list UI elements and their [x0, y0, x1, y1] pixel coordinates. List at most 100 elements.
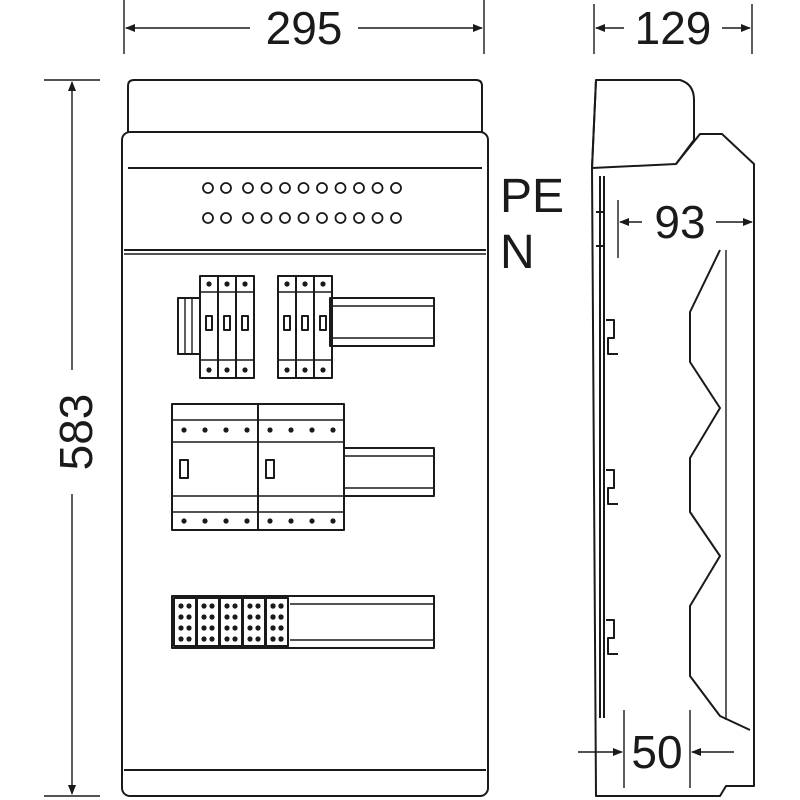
breaker-screw	[284, 367, 290, 373]
rcd-screw	[309, 518, 315, 524]
terminal-hole	[371, 212, 384, 224]
terminal-hole	[390, 182, 402, 194]
terminal-hole	[316, 212, 328, 224]
terminal-block-screw	[186, 625, 192, 631]
terminal-block-screw	[278, 614, 284, 620]
rcd-unit-left	[171, 403, 259, 531]
dimension-height: 583	[44, 79, 102, 797]
terminal-block-screw	[186, 636, 192, 642]
rcd-screw	[223, 427, 229, 433]
terminal-block-screw	[278, 625, 284, 631]
dimension-width: 295	[123, 0, 485, 54]
rcd-screw	[244, 518, 250, 524]
terminal-block-screw	[178, 614, 184, 620]
rail-depth-dimension: 50	[631, 726, 682, 778]
terminal-block-screw	[255, 603, 261, 609]
terminal-block-screw	[224, 625, 230, 631]
rcd-screw	[309, 427, 315, 433]
rcd-screw	[181, 518, 187, 524]
breaker-toggle	[241, 315, 249, 331]
terminal-hole	[371, 182, 384, 194]
terminal-block-screw	[270, 603, 276, 609]
terminal-block-screw	[224, 614, 230, 620]
side-view	[591, 79, 755, 797]
terminal-block-screw	[209, 603, 215, 609]
breaker-screw	[206, 281, 212, 287]
breaker-toggle	[283, 315, 291, 331]
terminal-block-screw	[224, 603, 230, 609]
rcd-screw	[330, 518, 336, 524]
terminal-block-screw	[209, 614, 215, 620]
breaker-screw	[302, 281, 308, 287]
terminal-block	[265, 597, 289, 647]
front-view	[121, 79, 489, 797]
side-inner-wall	[599, 176, 605, 718]
din-rail-2	[343, 447, 435, 497]
height-dimension: 583	[50, 394, 102, 471]
n-label: N	[500, 226, 535, 279]
rcd-screw	[181, 427, 187, 433]
terminal-hole	[202, 212, 214, 224]
rcd-screw	[267, 427, 273, 433]
terminal-hole	[260, 182, 273, 194]
side-clip-2	[606, 469, 618, 505]
breaker-screw	[320, 367, 326, 373]
terminal-hole	[334, 212, 347, 224]
terminal-block-screw	[270, 636, 276, 642]
terminal-block	[196, 597, 220, 647]
side-lid-profile	[591, 79, 695, 169]
terminal-block-screw	[270, 625, 276, 631]
terminal-hole	[297, 212, 310, 224]
rcd-unit-right	[257, 403, 345, 531]
terminal-hole	[316, 182, 328, 194]
terminal-block	[173, 597, 197, 647]
terminal-hole	[202, 182, 214, 194]
terminal-block-screw	[178, 625, 184, 631]
rcd-screw	[267, 518, 273, 524]
terminal-block-screw	[247, 625, 253, 631]
rcd-screw	[202, 427, 208, 433]
enclosure-lid	[127, 79, 483, 132]
dimension-depth: 129	[593, 2, 753, 54]
rcd-screw	[202, 518, 208, 524]
enclosure-body	[121, 131, 489, 797]
terminal-block-screw	[255, 614, 261, 620]
terminal-block-screw	[186, 614, 192, 620]
terminal-hole	[242, 182, 254, 194]
inner-depth-dimension: 93	[654, 196, 705, 248]
breaker-screw	[242, 367, 248, 373]
breaker-screw	[320, 281, 326, 287]
breaker-screw	[224, 281, 230, 287]
terminal-block-screw	[201, 614, 207, 620]
dimension-rail-depth: 50	[578, 710, 734, 788]
terminal-hole	[279, 212, 291, 224]
terminal-block-screw	[255, 625, 261, 631]
terminal-hole	[220, 182, 232, 194]
side-mounting-profile	[689, 249, 751, 731]
terminal-block-screw	[201, 625, 207, 631]
terminal-block-screw	[232, 614, 238, 620]
din-rail-1	[329, 297, 435, 347]
terminal-block-screw	[232, 625, 238, 631]
breaker-module	[313, 275, 333, 379]
depth-dimension: 129	[635, 2, 712, 54]
terminal-block-screw	[278, 636, 284, 642]
rcd-screw	[330, 427, 336, 433]
terminal-block-screw	[201, 636, 207, 642]
terminal-hole	[353, 212, 365, 224]
terminal-hole	[353, 182, 365, 194]
terminal-block	[242, 597, 266, 647]
terminal-block-screw	[209, 636, 215, 642]
breaker-toggle	[301, 315, 309, 331]
terminal-block-screw	[270, 614, 276, 620]
breaker-screw	[284, 281, 290, 287]
terminal-hole	[242, 212, 254, 224]
breaker-toggle	[223, 315, 231, 331]
terminal-block-screw	[232, 603, 238, 609]
rcd-screw	[288, 427, 294, 433]
terminal-block-screw	[247, 636, 253, 642]
terminal-block-screw	[201, 603, 207, 609]
breaker-screw	[224, 367, 230, 373]
terminal-hole	[260, 212, 273, 224]
